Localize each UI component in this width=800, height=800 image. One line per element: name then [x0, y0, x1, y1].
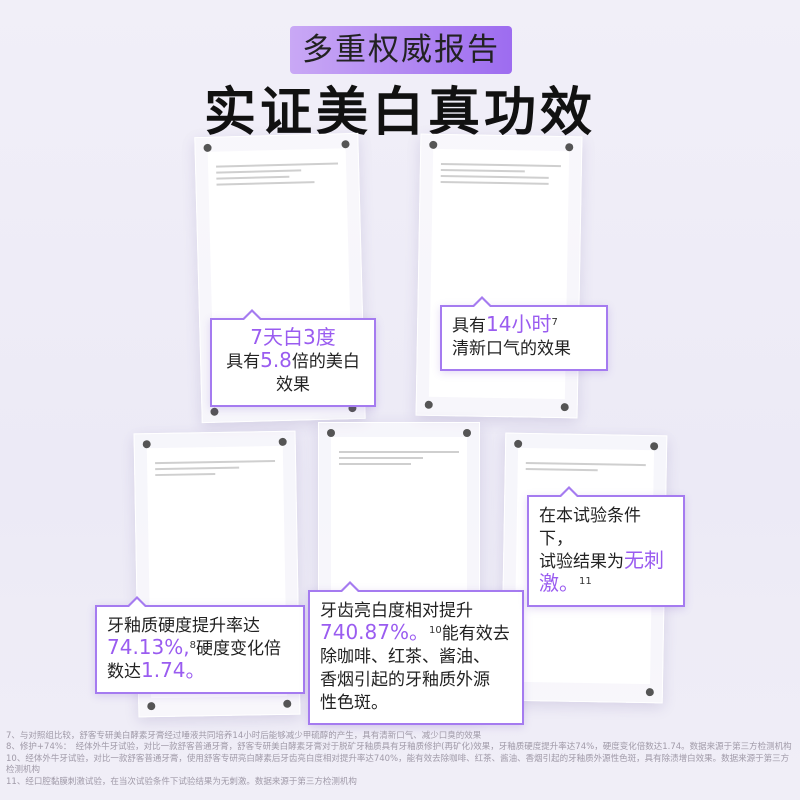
callout-text: 牙釉质硬度提升率达 [107, 616, 260, 636]
highlight-text: 5.8 [260, 348, 292, 372]
page-title: 实证美白真功效 [203, 83, 596, 143]
callout-text: 在本试验条件下， [539, 506, 641, 549]
report-document-2 [415, 133, 583, 419]
callout-text: 试验结果为 [539, 552, 624, 572]
header-tag: 多重权威报告 [290, 26, 512, 74]
footnote-ref: 11 [579, 576, 592, 587]
callout-fresh-breath: 具有14小时7 清新口气的效果 [440, 296, 608, 371]
highlight-text: 无刺 [624, 548, 664, 572]
footnotes: 7、与对照组比较，舒客专研美白酵素牙膏经过唾液共同培养14小时后能够减少甲硫醇的… [6, 731, 796, 788]
callout-text: 牙齿亮白度相对提升 [320, 601, 473, 621]
highlight-text: 14小时 [486, 312, 552, 336]
callout-non-irritating: 在本试验条件下， 试验结果为无刺激。11 [527, 486, 685, 607]
footnote-7: 7、与对照组比较，舒客专研美白酵素牙膏经过唾液共同培养14小时后能够减少甲硫醇的… [6, 731, 482, 741]
footnote-ref: 10 [428, 625, 442, 636]
callout-text: 性色斑。 [320, 693, 388, 713]
footnote-10: 10、经体外牛牙试验，对比一款舒客普通牙膏，使用舒客专研亮白酵素后牙齿亮白度相对… [6, 753, 790, 776]
callout-text: 具有 [452, 316, 486, 336]
callout-text: 效果 [276, 375, 310, 395]
highlight-text: 7天白3度 [250, 325, 336, 349]
highlight-text: 74.13%, [107, 635, 190, 659]
callout-text: 能有效去 [441, 624, 510, 644]
callout-text: 除咖啡、红茶、酱油、 [320, 647, 490, 667]
footnote-11: 11、经口腔黏膜刺激试验，在当次试验条件下试验结果为无刺激。数据来源于第三方检测… [6, 776, 357, 787]
footnote-ref: 7 [551, 317, 558, 328]
callout-text: 倍的美白 [291, 352, 360, 372]
callout-text: 香烟引起的牙釉质外源 [320, 670, 490, 690]
footnote-8: 8、修护+74%： 经体外牛牙试验，对比一款舒客普通牙膏，舒客专研美白酵素牙膏对… [6, 742, 792, 753]
highlight-text: 1.74。 [141, 658, 206, 682]
callout-text: 数达 [107, 662, 141, 682]
callout-text: 硬度变化倍 [196, 639, 281, 659]
callout-text: 具有 [226, 352, 261, 372]
footnote-ref: 8 [189, 640, 196, 651]
highlight-text: 激。 [539, 571, 579, 595]
callout-text: 清新口气的效果 [452, 339, 571, 359]
callout-whitening: 7天白3度具有5.8倍的美白效果 [210, 309, 376, 407]
highlight-text: 740.87%。 [320, 620, 429, 644]
